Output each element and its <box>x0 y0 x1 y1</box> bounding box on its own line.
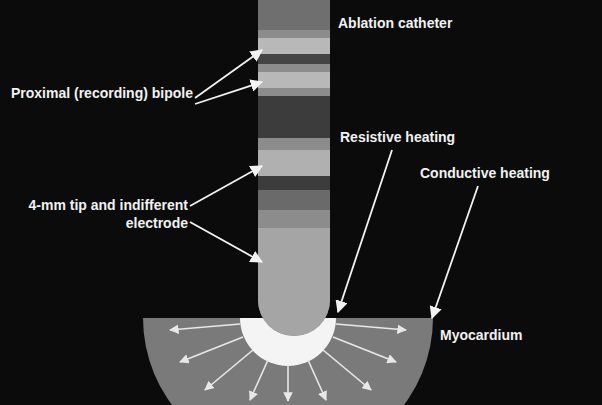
annotation: Conductive heating <box>420 164 595 182</box>
heat-arrows <box>170 324 406 401</box>
catheter-band <box>258 176 330 190</box>
catheter-band <box>258 190 330 210</box>
catheter-body <box>258 0 330 336</box>
proximal-electrode <box>258 38 330 54</box>
catheter-shaft <box>258 0 330 30</box>
catheter-band <box>258 54 330 64</box>
indifferent-electrode <box>258 150 330 176</box>
proximal-electrode <box>258 72 330 88</box>
part-name: 4-mm tip and indifferent electrode <box>8 196 188 232</box>
leader-lines <box>190 50 478 318</box>
catheter-band <box>258 96 330 138</box>
part-name: Proximal (recording) bipole <box>8 84 193 102</box>
annotation: Resistive heating <box>340 128 510 146</box>
part-name: Ablation catheter <box>338 14 538 32</box>
part-name: Myocardium <box>440 326 590 344</box>
tip-electrode <box>258 228 330 336</box>
